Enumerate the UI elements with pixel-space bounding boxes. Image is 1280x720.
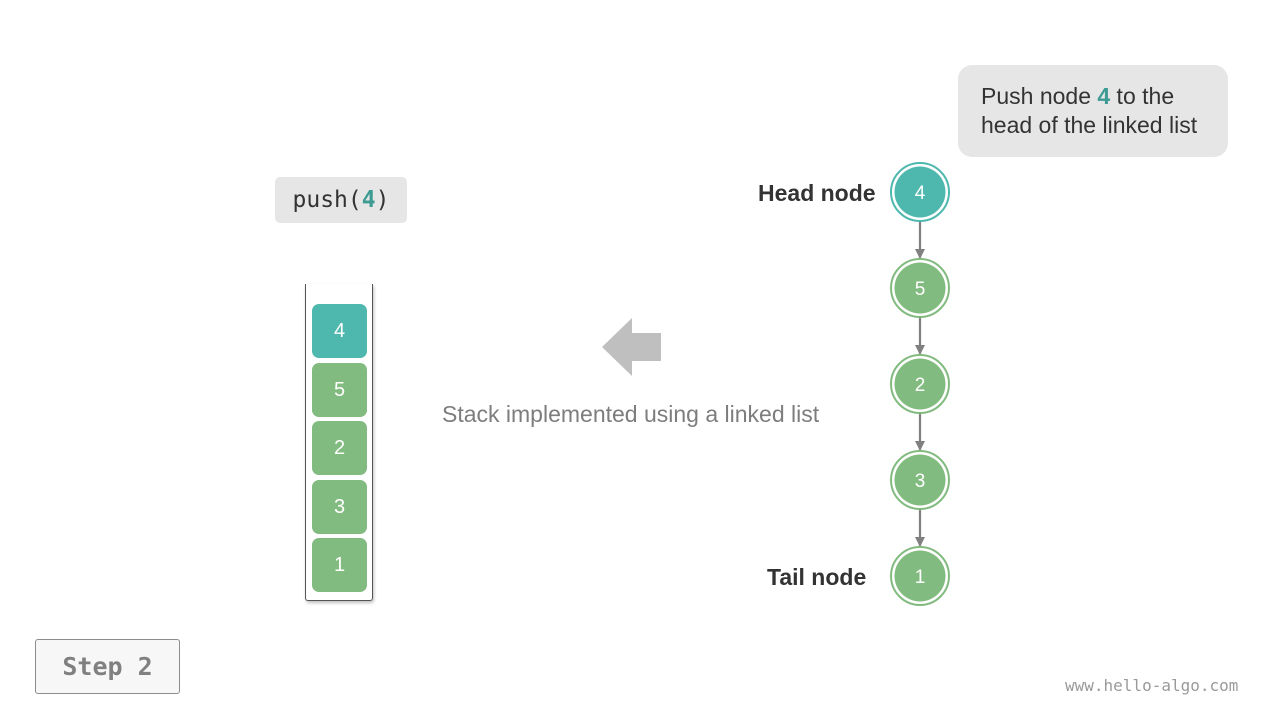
node-value: 3 bbox=[915, 471, 926, 492]
stack-cell-value: 3 bbox=[333, 495, 346, 518]
operation-code-badge: push(4) bbox=[275, 177, 407, 223]
stack-cell: 3 bbox=[312, 480, 367, 534]
tail-node-label: Tail node bbox=[767, 564, 867, 590]
list-node-head: 4 bbox=[890, 162, 950, 222]
code-suffix: ) bbox=[375, 187, 390, 213]
node-value: 1 bbox=[915, 567, 926, 588]
stack-cell-value: 4 bbox=[333, 319, 346, 342]
list-node-tail: 1 bbox=[890, 546, 950, 606]
step-button[interactable]: Step 2 bbox=[35, 639, 180, 694]
left-arrow-icon bbox=[602, 318, 661, 376]
info-callout: Push node 4 to the head of the linked li… bbox=[958, 65, 1228, 157]
callout-line-2: head of the linked list bbox=[981, 112, 1198, 138]
stack-cell: 2 bbox=[312, 421, 367, 475]
stack-cell-bottom: 1 bbox=[312, 538, 367, 592]
stack-cell-value: 1 bbox=[333, 553, 346, 576]
node-value: 5 bbox=[915, 279, 926, 300]
callout-text: Push node bbox=[981, 83, 1098, 109]
head-node-label: Head node bbox=[758, 180, 876, 206]
watermark: www.hello-algo.com bbox=[1065, 676, 1239, 695]
callout-highlight: 4 bbox=[1097, 83, 1111, 109]
stack-cell-top: 4 bbox=[312, 304, 367, 358]
node-value: 2 bbox=[915, 375, 926, 396]
code-prefix: push( bbox=[292, 187, 362, 213]
stack-cell: 5 bbox=[312, 363, 367, 417]
diagram-caption: Stack implemented using a linked list bbox=[442, 401, 820, 427]
callout-text: to the bbox=[1110, 83, 1175, 109]
stack-cell-value: 2 bbox=[333, 436, 346, 459]
node-value: 4 bbox=[915, 183, 926, 204]
linked-list-diagram: 4 5 2 3 1 bbox=[890, 162, 950, 606]
list-node: 3 bbox=[890, 450, 950, 510]
list-node: 5 bbox=[890, 258, 950, 318]
callout-line-1: Push node 4 to the bbox=[981, 82, 1228, 111]
list-node: 2 bbox=[890, 354, 950, 414]
code-value: 4 bbox=[361, 187, 376, 213]
stack-container bbox=[305, 284, 373, 601]
stack-cell-value: 5 bbox=[333, 378, 346, 401]
